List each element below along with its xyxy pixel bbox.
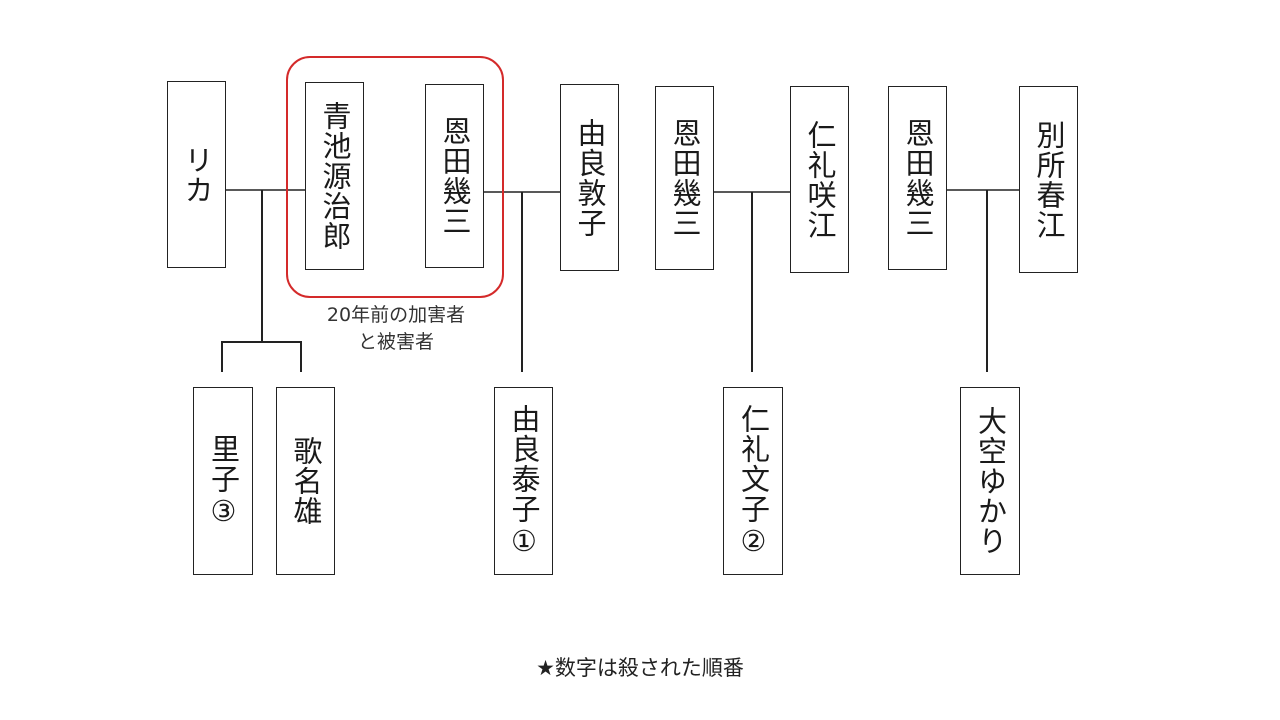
person-box-nire-sakie: 仁礼咲江: [790, 86, 849, 273]
person-box-onda-ikuzo-2: 恩田幾三: [655, 86, 714, 270]
person-name: 由良敦子: [573, 117, 607, 238]
person-name: 別所春江: [1032, 119, 1066, 240]
person-name: 青池源治郎: [318, 101, 352, 251]
highlight-caption-line2: と被害者: [357, 331, 434, 353]
person-box-ozora-yukari: 大空ゆかり: [960, 387, 1020, 575]
person-name: 歌名雄: [289, 436, 323, 526]
person-name: 恩田幾三: [668, 118, 702, 238]
person-box-rika: リカ: [167, 81, 226, 268]
person-name: 里子③: [206, 433, 241, 529]
person-box-kanao: 歌名雄: [276, 387, 335, 575]
highlight-caption-line1: 20年前の加害者: [326, 304, 466, 326]
person-name: 恩田幾三: [438, 116, 472, 236]
person-box-nire-fumiko: 仁礼文子②: [723, 387, 783, 575]
person-box-onda-ikuzo-3: 恩田幾三: [888, 86, 947, 270]
person-name: リカ: [180, 144, 214, 205]
person-name: 大空ゆかり: [973, 406, 1008, 556]
person-box-onda-ikuzo-1: 恩田幾三: [425, 84, 484, 268]
person-box-aoike-genjiro: 青池源治郎: [305, 82, 364, 270]
person-name: 仁礼咲江: [803, 119, 837, 240]
person-name: 由良泰子①: [507, 403, 541, 559]
person-box-satoko: 里子③: [193, 387, 253, 575]
person-box-yura-atsuko: 由良敦子: [560, 84, 619, 271]
person-box-bessho-harue: 別所春江: [1019, 86, 1078, 273]
person-name: 仁礼文子②: [736, 403, 771, 559]
footnote: ★数字は殺された順番: [536, 656, 744, 680]
person-name: 恩田幾三: [901, 118, 935, 238]
highlight-perpetrator-victim: [286, 56, 504, 298]
highlight-caption: 20年前の加害者 と被害者: [296, 302, 496, 356]
person-box-yura-yasuko: 由良泰子①: [494, 387, 553, 575]
